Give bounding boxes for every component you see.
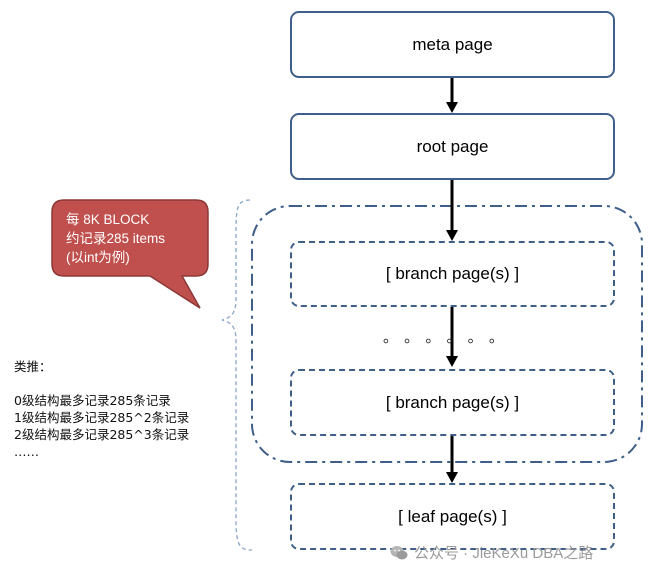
arrowhead-meta-root (446, 102, 458, 113)
branch-group-outline (251, 205, 643, 463)
branch-page-label-top: [ branch page(s) ] (385, 264, 520, 283)
callout-bubble (51, 199, 209, 309)
root-page-label: root page (416, 136, 489, 156)
arrowhead-root-branch (446, 230, 458, 241)
arrowhead-branch-leaf (446, 472, 458, 483)
callout-line-3: (以int为例) (66, 250, 130, 265)
branch-page-box-top: [ branch page(s) ] (290, 241, 615, 307)
side-note-line: 1级结构最多记录285^2条记录 (14, 410, 190, 425)
watermark: 公众号 · JieKeXu DBA之路 (390, 542, 593, 563)
leaf-page-label: [ leaf page(s) ] (398, 506, 507, 526)
ellipsis-dots: 。 。 。 。 。 。 (383, 329, 505, 346)
branch-page-label-bottom: [ branch page(s) ] (385, 392, 520, 412)
callout-line-2: 约记录285 items (66, 231, 166, 246)
wechat-icon (390, 545, 408, 561)
callout-line-1: 每 8K BLOCK (66, 212, 150, 227)
meta-page-box: meta page (290, 11, 615, 78)
root-page-box: root page (290, 113, 615, 180)
watermark-text: 公众号 · JieKeXu DBA之路 (414, 545, 594, 562)
side-note-heading: 类推： (14, 359, 52, 374)
side-note-line: 2级结构最多记录285^3条记录 (14, 427, 190, 442)
meta-page-label: meta page (412, 34, 493, 54)
arrowhead-branch-branch (446, 356, 458, 367)
branch-page-box-bottom: [ branch page(s) ] (290, 369, 615, 436)
side-note-line: 0级结构最多记录285条记录 (14, 393, 171, 408)
side-note: 类推： 0级结构最多记录285条记录 1级结构最多记录285^2条记录 2级结构… (14, 358, 189, 460)
callout-text: 每 8K BLOCK 约记录285 items (以int为例) (66, 210, 206, 267)
side-note-line: …… (14, 444, 39, 459)
leaf-page-box: [ leaf page(s) ] (290, 483, 615, 550)
curly-brace (221, 199, 253, 551)
arrows (446, 78, 458, 483)
